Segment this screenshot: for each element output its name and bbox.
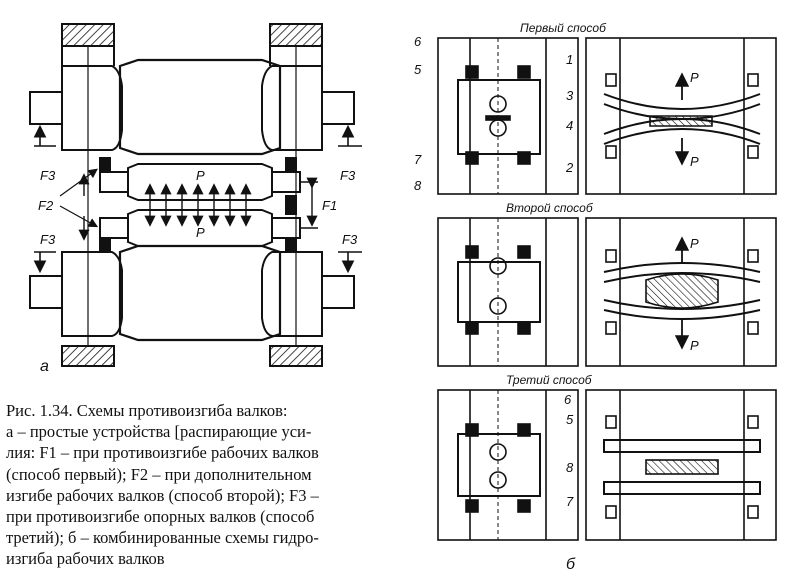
callout-7: 7 [414,152,422,167]
callout-8-b: 8 [566,460,574,475]
method-1-drawing [437,37,777,195]
bottom-left-housing [61,345,115,367]
panel-a-letter: а [40,358,49,375]
callout-2: 2 [565,160,574,175]
label-F2: F2 [38,198,54,213]
label-P-bottom: P [196,225,205,240]
bottom-backup-roll [118,244,282,342]
callout-8: 8 [414,178,422,193]
top-backup-roll [118,58,282,156]
bottom-work-roll [127,209,273,247]
hydraulic-block-top-left [99,157,111,173]
callout-5-b: 5 [566,412,574,427]
caption-line: лия: F1 – при противоизгибе рабочих валк… [6,443,319,463]
hydraulic-block-right [285,195,297,215]
label-F1: F1 [322,198,337,213]
top-work-roll [127,163,273,201]
caption-line: (способ первый); F2 – при дополнительном [6,464,312,484]
label-P-r1-bottom: P [690,154,699,169]
bottom-left-neck [29,275,63,309]
figure-caption: Рис. 1.34. Схемы противоизгиба валков: а… [6,400,401,570]
callout-6: 6 [414,34,422,49]
label-P-r2-bottom: P [690,338,699,353]
caption-line: третий); б – комбинированные схемы гидро… [6,528,319,548]
callout-3: 3 [566,88,574,103]
callout-6-b: 6 [564,392,572,407]
top-right-housing [269,23,323,47]
label-P-r1-top: P [690,70,699,85]
label-P-top: P [196,168,205,183]
top-left-housing [61,23,115,47]
panel-a-rolling-stand [29,23,362,367]
method-3-title: Третий способ [506,373,593,387]
caption-line: изгиба рабочих валков [6,549,165,569]
top-right-chock [261,65,323,151]
callout-5: 5 [414,62,422,77]
method-1-title: Первый способ [520,21,607,35]
label-F3-top: F3 [40,168,56,183]
bottom-right-neck [321,275,355,309]
bottom-right-chock [261,251,323,337]
callout-1: 1 [566,52,573,67]
distributed-load-arrows [144,183,252,227]
top-left-chock [61,65,123,151]
panel-b-letter: б [566,556,575,573]
panel-b-combined-schemes [437,37,777,541]
caption-line: Рис. 1.34. Схемы противоизгиба валков: [6,401,288,420]
method-2-drawing [437,217,777,367]
top-right-neck [321,91,355,125]
top-work-neck-left [99,171,129,193]
bottom-left-chock [61,251,123,337]
bottom-right-housing [269,345,323,367]
caption-line: изгибе рабочих валков (способ второй); F… [6,485,319,505]
method-2-title: Второй способ [506,201,594,215]
label-F3-bottom-right: F3 [342,232,358,247]
method-3-drawing [437,389,777,541]
caption-line: при противоизгибе опорных валков (способ [6,507,315,527]
callout-7-b: 7 [566,494,574,509]
top-left-neck [29,91,63,125]
callout-4: 4 [566,118,573,133]
label-P-r2-top: P [690,236,699,251]
label-F3-top-right: F3 [340,168,356,183]
label-F3-bottom: F3 [40,232,56,247]
caption-line: а – простые устройства [распирающие уси- [6,422,312,442]
